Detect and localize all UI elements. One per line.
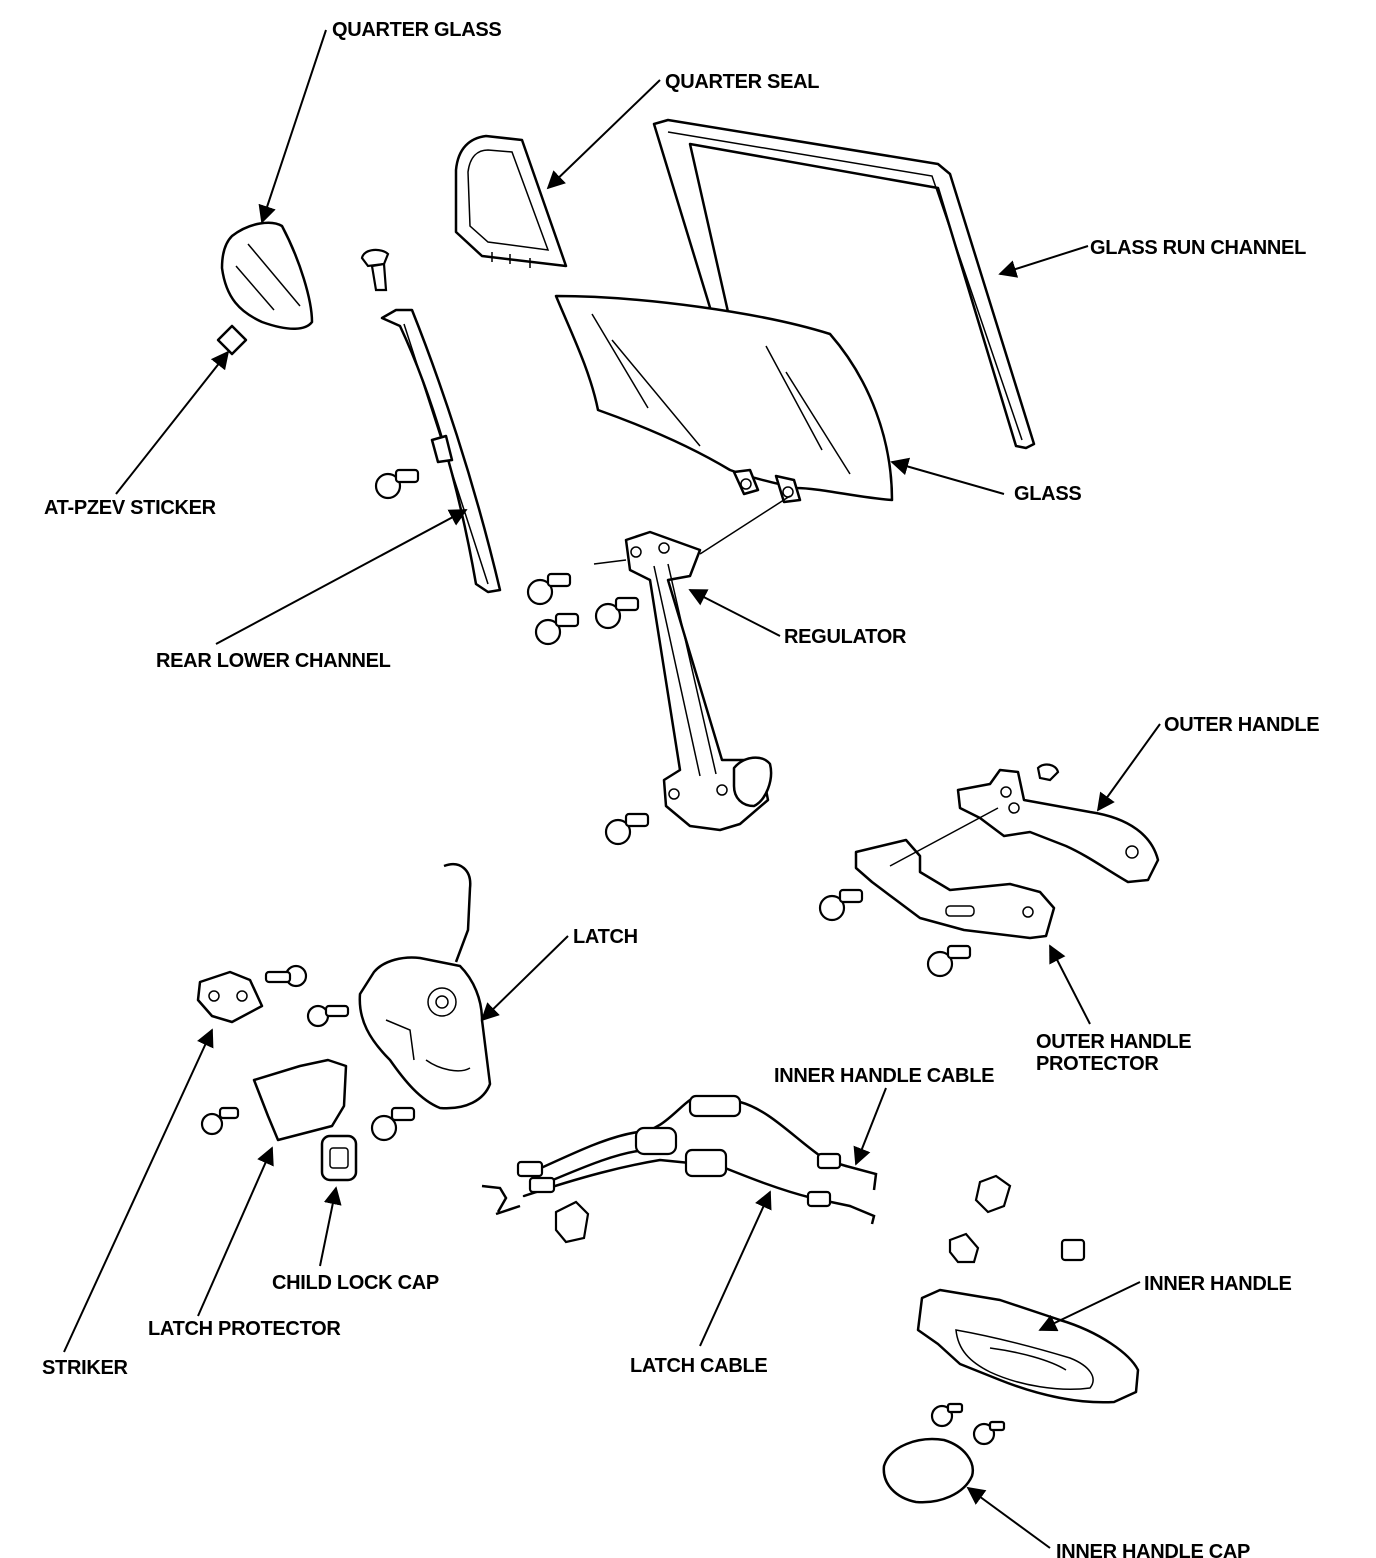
label-striker: STRIKER — [42, 1357, 129, 1379]
bolt-part — [534, 612, 580, 646]
screw-part — [306, 1004, 350, 1028]
outer-handle-protector-part — [854, 807, 1056, 940]
label-glass-run-channel: GLASS RUN CHANNEL — [1090, 237, 1306, 259]
label-outer-handle: OUTER HANDLE — [1164, 714, 1319, 736]
bolt-part — [926, 944, 972, 978]
label-latch-protector: LATCH PROTECTOR — [148, 1318, 341, 1340]
inner-handle-cap-part — [882, 1437, 975, 1504]
latch-protector-part — [252, 1058, 348, 1142]
screw-part — [200, 1106, 240, 1136]
quarter-glass-part — [220, 221, 314, 330]
bolt-part — [526, 572, 572, 606]
quarter-seal-part — [454, 134, 568, 268]
bolt-part — [374, 468, 420, 500]
label-quarter-glass: QUARTER GLASS — [332, 19, 501, 41]
bolt-part — [818, 888, 864, 922]
leader-lines — [63, 29, 1161, 1549]
label-outer-handle-protector-line1: OUTER HANDLE — [1036, 1031, 1191, 1053]
clip-part — [974, 1174, 1012, 1214]
screw-part — [972, 1420, 1006, 1446]
bolt-part — [604, 812, 650, 846]
label-latch: LATCH — [573, 926, 638, 948]
label-regulator: REGULATOR — [784, 626, 907, 648]
label-at-pzev-sticker: AT-PZEV STICKER — [44, 497, 217, 519]
label-outer-handle-protector-line2: PROTECTOR — [1036, 1053, 1159, 1075]
label-inner-handle: INNER HANDLE — [1144, 1273, 1292, 1295]
label-inner-handle-cable: INNER HANDLE CABLE — [774, 1065, 994, 1087]
clip-part — [1060, 1238, 1086, 1262]
glass-part — [554, 294, 894, 504]
inner-handle-part — [916, 1288, 1140, 1404]
child-lock-cap-part — [320, 1134, 358, 1182]
callout-labels: QUARTER GLASS QUARTER SEAL GLASS RUN CHA… — [42, 19, 1320, 1558]
striker-part — [196, 970, 264, 1024]
latch-cable-part — [481, 1148, 876, 1225]
label-inner-handle-cap: INNER HANDLE CAP — [1056, 1541, 1250, 1558]
clip-part — [948, 1232, 980, 1264]
bolt-part — [370, 1106, 416, 1142]
screw-part — [930, 1402, 964, 1428]
rear-lower-channel-part — [380, 308, 502, 594]
regulator-part — [593, 495, 791, 832]
at-pzev-sticker-part — [216, 324, 248, 356]
inner-handle-cable-part — [526, 1094, 878, 1191]
bolt-part — [594, 596, 640, 630]
label-glass: GLASS — [1014, 483, 1081, 505]
label-rear-lower-channel: REAR LOWER CHANNEL — [156, 650, 391, 672]
latch-part — [358, 863, 492, 1110]
label-child-lock-cap: CHILD LOCK CAP — [272, 1272, 439, 1294]
screw-part — [360, 248, 390, 292]
clip-part — [1036, 763, 1060, 782]
label-latch-cable: LATCH CABLE — [630, 1355, 767, 1377]
outer-handle-part — [956, 768, 1160, 884]
screw-part — [264, 964, 308, 988]
label-quarter-seal: QUARTER SEAL — [665, 71, 819, 93]
clip-part — [554, 1200, 590, 1244]
